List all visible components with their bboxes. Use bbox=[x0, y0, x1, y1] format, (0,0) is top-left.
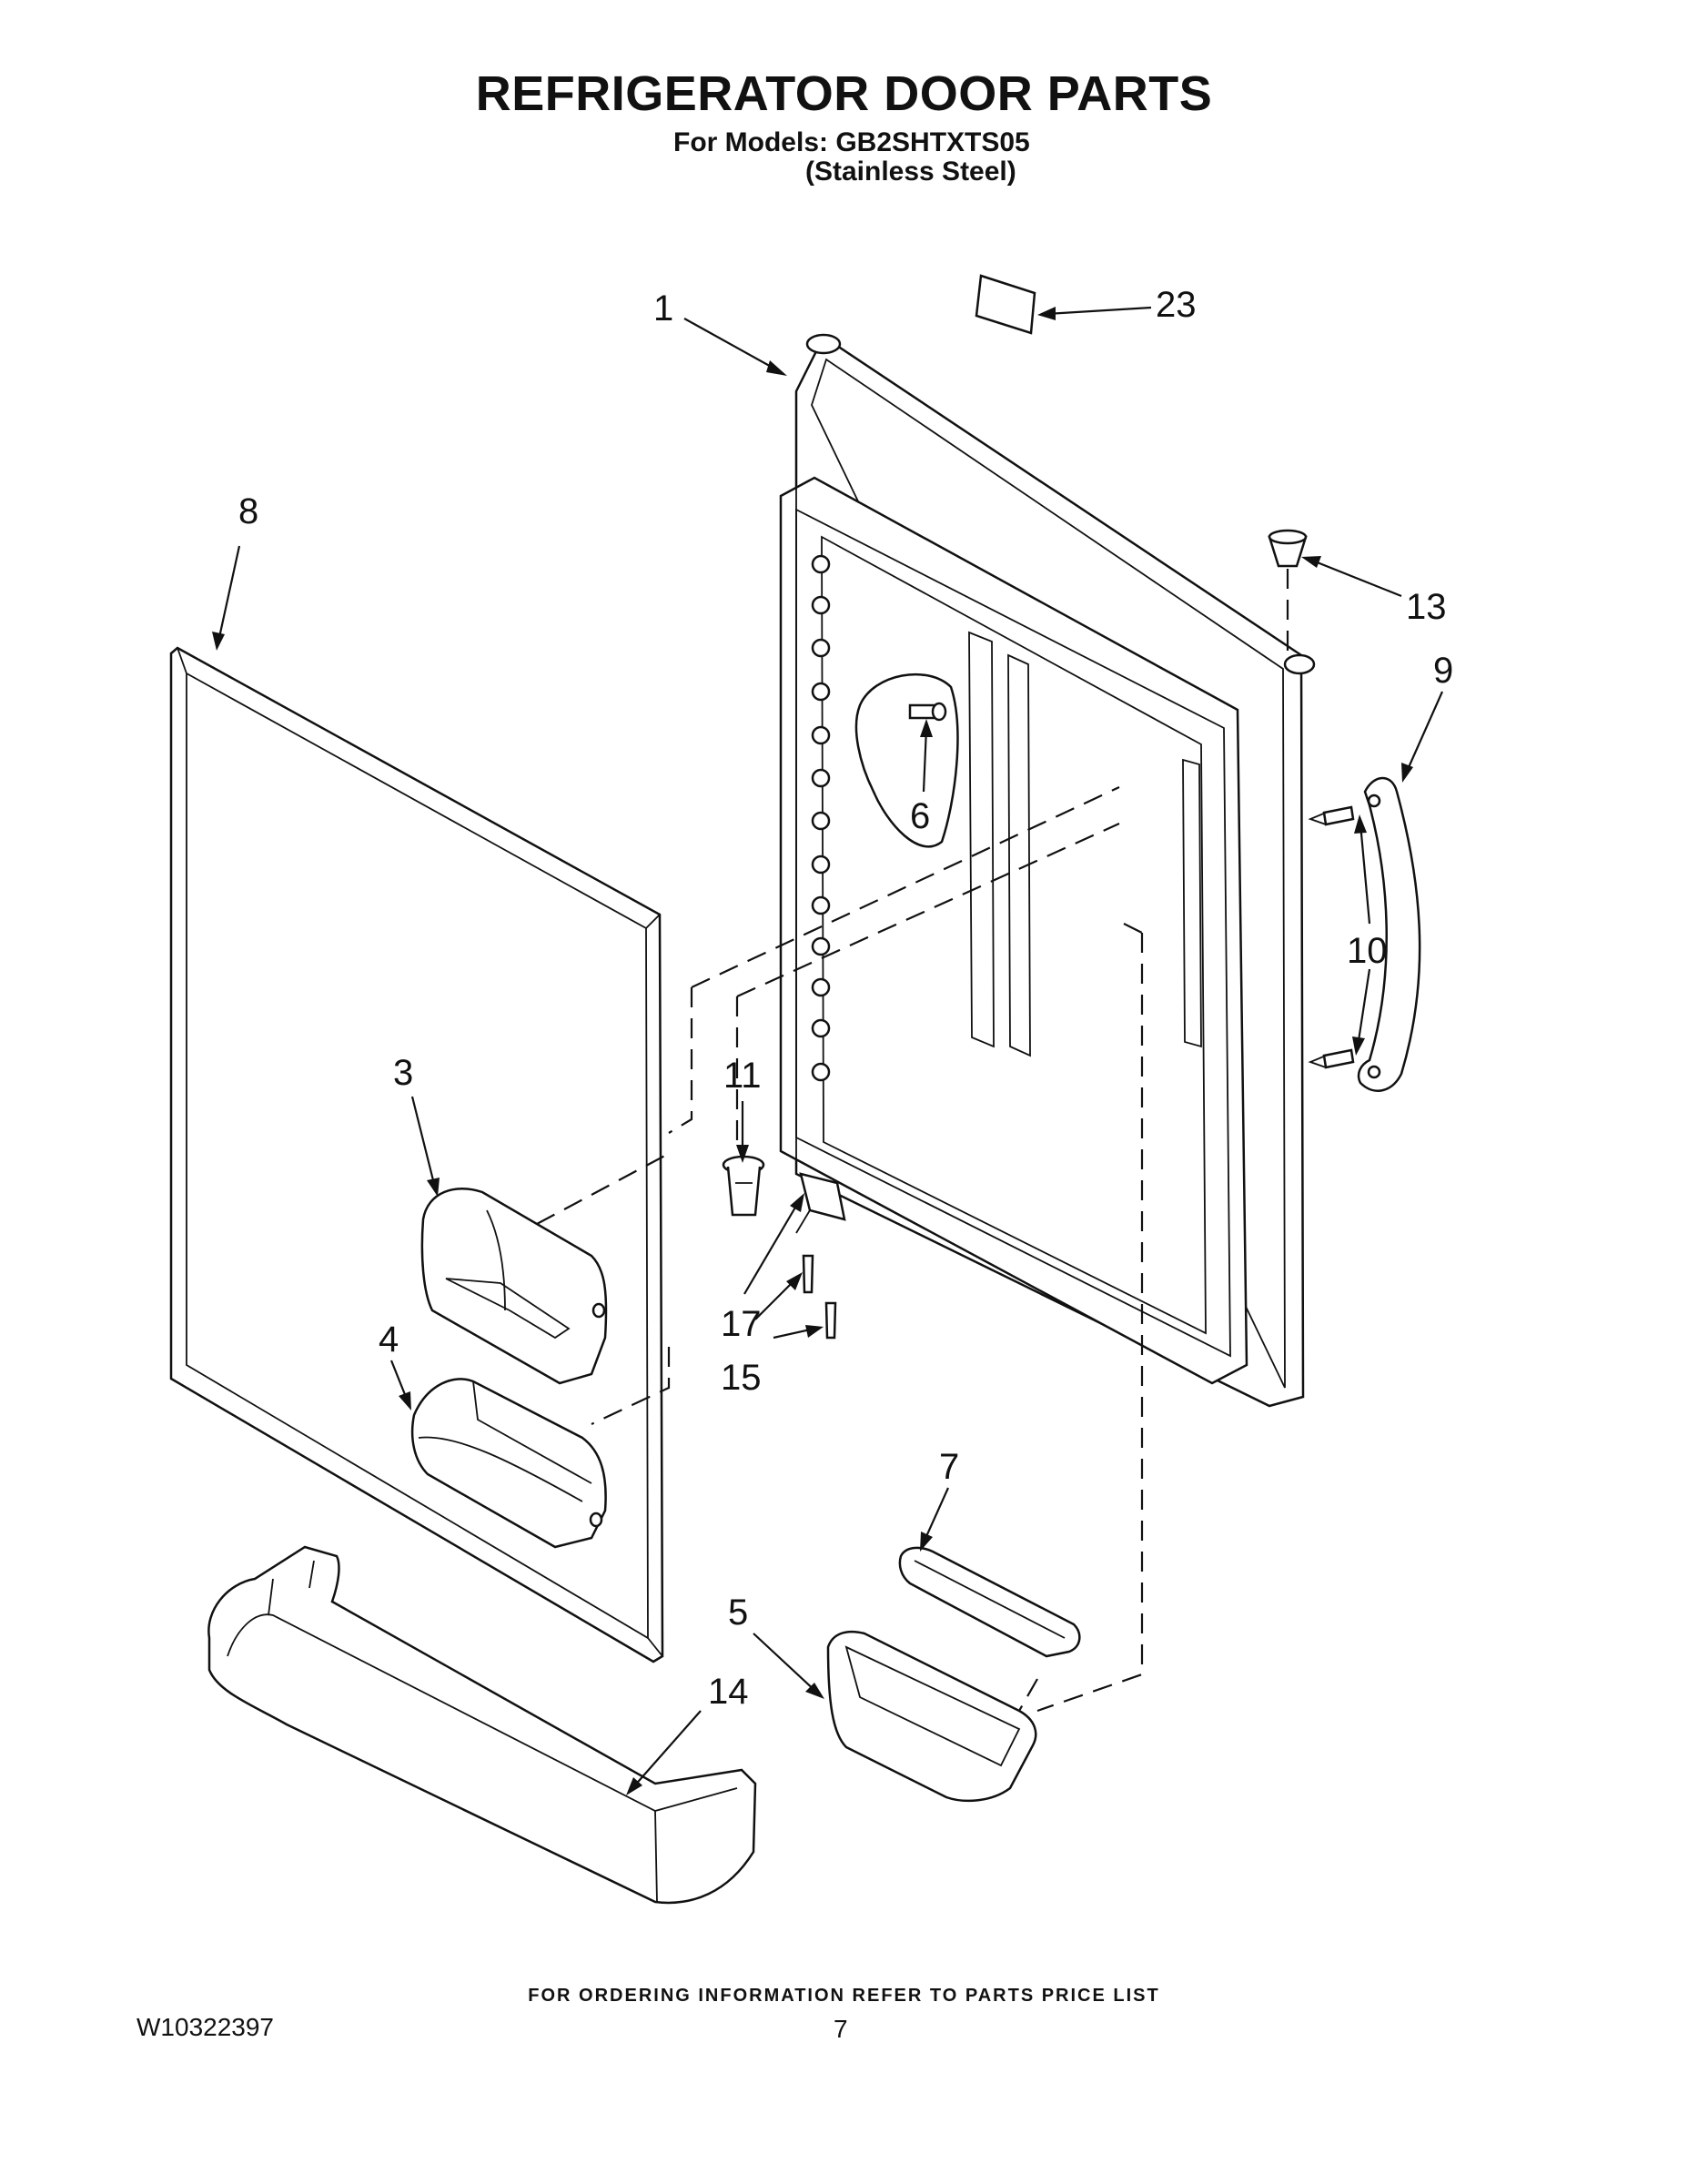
models-line: For Models: GB2SHTXTS05 bbox=[673, 127, 1030, 157]
part-8-door-liner bbox=[169, 646, 664, 1663]
callout-9: 9 bbox=[1433, 651, 1453, 691]
part-1-door-frame bbox=[779, 333, 1316, 1408]
callout-8: 8 bbox=[238, 491, 258, 531]
page-title: REFRIGERATOR DOOR PARTS bbox=[475, 66, 1213, 121]
callout-numbers: 1 23 8 13 9 6 10 3 11 17 15 4 7 5 14 bbox=[238, 285, 1453, 1712]
part-15-screws bbox=[802, 1254, 837, 1340]
door-shelf-studs bbox=[811, 554, 831, 1082]
callout-10: 10 bbox=[1347, 931, 1388, 971]
callout-11: 11 bbox=[723, 1056, 762, 1096]
page-number: 7 bbox=[834, 2015, 848, 2043]
callout-23: 23 bbox=[1156, 285, 1197, 325]
document-number: W10322397 bbox=[136, 2013, 275, 2041]
callout-leaders bbox=[212, 306, 1444, 1795]
callout-3: 3 bbox=[393, 1053, 413, 1093]
assembly-lines bbox=[536, 569, 1289, 1713]
part-17-hinge-bracket bbox=[795, 1172, 846, 1234]
part-23-label bbox=[975, 274, 1036, 335]
part-4-bin bbox=[410, 1378, 607, 1549]
part-6-door-stop bbox=[854, 673, 959, 848]
ordering-note: FOR ORDERING INFORMATION REFER TO PARTS … bbox=[528, 1986, 1160, 2006]
callout-14: 14 bbox=[708, 1672, 749, 1712]
callout-7: 7 bbox=[939, 1447, 959, 1487]
part-3-cover bbox=[420, 1188, 608, 1385]
part-13-plug bbox=[1268, 529, 1308, 568]
part-5-small-bin bbox=[826, 1630, 1037, 1803]
part-7-bin-lid bbox=[898, 1546, 1081, 1658]
part-10-screws bbox=[1308, 805, 1355, 1069]
finish-line: (Stainless Steel) bbox=[805, 157, 1016, 187]
callout-17: 17 bbox=[721, 1304, 762, 1344]
callout-5: 5 bbox=[728, 1592, 748, 1633]
callout-4: 4 bbox=[379, 1320, 399, 1360]
callout-1: 1 bbox=[653, 288, 673, 329]
callout-15: 15 bbox=[721, 1358, 762, 1398]
part-9-handle bbox=[1357, 776, 1421, 1092]
callout-6: 6 bbox=[910, 796, 930, 836]
part-11-bushing bbox=[722, 1155, 765, 1217]
callout-13: 13 bbox=[1406, 587, 1447, 627]
part-14-door-bin bbox=[207, 1545, 757, 1905]
